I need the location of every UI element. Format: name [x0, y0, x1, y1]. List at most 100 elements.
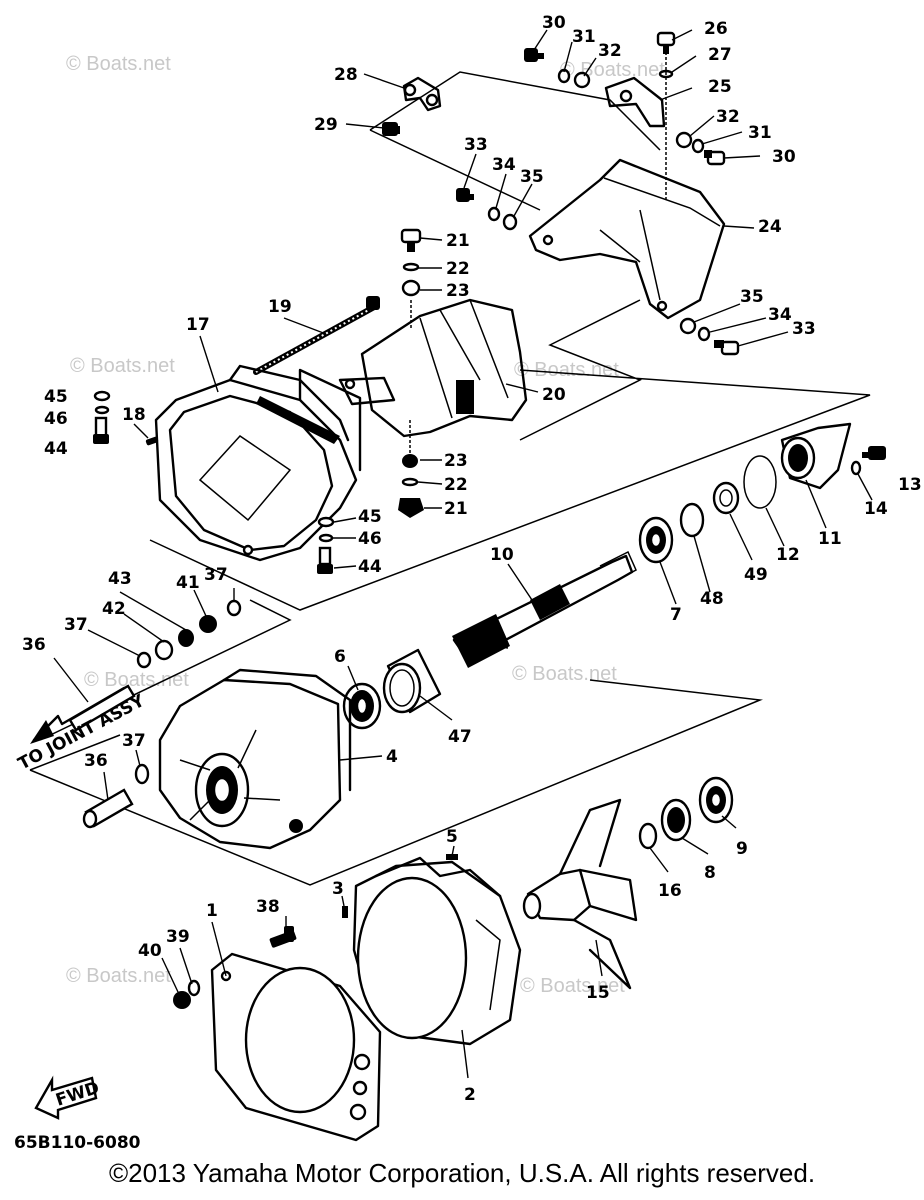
watermark-5: © Boats.net [84, 669, 189, 691]
washer-31-right [691, 138, 705, 154]
sleeve-47 [382, 648, 442, 714]
pin-5 [446, 854, 458, 860]
fwd-arrow-icon [34, 1075, 98, 1120]
leader-lines [53, 29, 873, 1079]
callout-26: 26 [704, 19, 728, 39]
bracket-28 [402, 76, 442, 112]
callout-30-top: 30 [542, 13, 566, 33]
callout-31-right: 31 [748, 123, 772, 143]
group-outline-top [369, 71, 661, 211]
callout-38: 38 [256, 897, 280, 917]
bracket-25 [604, 76, 666, 128]
liner-2 [352, 856, 522, 1046]
callout-41: 41 [176, 573, 200, 593]
callout-39: 39 [166, 927, 190, 947]
washer-46-bottom [318, 533, 334, 543]
washer-22-bottom [401, 477, 419, 487]
nut-41 [199, 615, 217, 633]
callout-6: 6 [334, 647, 346, 667]
washer-34-top [487, 206, 501, 222]
oring-12 [743, 455, 777, 509]
callout-33-top: 33 [464, 135, 488, 155]
callout-32-top: 32 [598, 41, 622, 61]
washer-37-c [134, 763, 150, 785]
bearing-8 [660, 798, 692, 842]
washer-48 [679, 502, 705, 538]
callout-28: 28 [334, 65, 358, 85]
callout-15: 15 [586, 983, 610, 1003]
callout-36-bottom: 36 [84, 751, 108, 771]
washer-43 [178, 629, 194, 647]
callout-23-bottom: 23 [444, 451, 468, 471]
callout-10: 10 [490, 545, 514, 565]
seal-9 [698, 776, 734, 824]
callout-19: 19 [268, 297, 292, 317]
bolt-33-right [714, 340, 740, 356]
callout-44-top: 44 [44, 439, 68, 459]
callout-5: 5 [446, 827, 458, 847]
callout-42: 42 [102, 599, 126, 619]
bolt-44-bottom [317, 546, 333, 574]
callout-22-bottom: 22 [444, 475, 468, 495]
bush-23-bottom [402, 454, 418, 468]
callout-16: 16 [658, 881, 682, 901]
callout-21-bottom: 21 [444, 499, 468, 519]
bolt-30-top [524, 48, 544, 62]
bolt-13 [862, 446, 886, 460]
watermark-7: © Boats.net [66, 965, 171, 987]
nut-40 [173, 991, 191, 1009]
joint-arrow [30, 686, 126, 744]
callout-14: 14 [864, 499, 888, 519]
bolt-44-top [93, 416, 109, 444]
bush-23-top [401, 279, 421, 297]
tube-36-bottom [82, 788, 134, 829]
bolt-38 [269, 926, 297, 948]
callout-45-bottom: 45 [358, 507, 382, 527]
callout-34-top: 34 [492, 155, 516, 175]
callout-numbers: 30 31 32 26 27 25 32 31 30 28 29 33 34 3… [22, 13, 922, 1105]
nozzle-20 [338, 298, 528, 438]
bearing-6 [342, 682, 382, 730]
cover-24 [528, 158, 726, 320]
diagram-code: 65B110-6080 [14, 1133, 141, 1153]
callout-36-top: 36 [22, 635, 46, 655]
callout-44-bottom: 44 [358, 557, 382, 577]
callout-4: 4 [386, 747, 398, 767]
callout-49: 49 [744, 565, 768, 585]
washer-37-a [136, 651, 152, 669]
callout-27: 27 [708, 45, 732, 65]
washer-39 [187, 979, 201, 997]
callout-13: 13 [898, 475, 922, 495]
bolt-29 [382, 122, 400, 136]
bearing-7 [638, 516, 674, 564]
collar-35-right [679, 317, 697, 335]
callout-17: 17 [186, 315, 210, 335]
cap-11 [780, 422, 852, 490]
callout-20: 20 [542, 385, 566, 405]
callout-31-top: 31 [572, 27, 596, 47]
callout-1: 1 [206, 901, 218, 921]
callout-11: 11 [818, 529, 842, 549]
washer-14 [850, 460, 862, 476]
washer-42 [154, 639, 174, 661]
pin-3 [342, 906, 348, 918]
bolt-21-top [400, 228, 422, 252]
shaft-10 [452, 550, 637, 668]
collar-32-right [675, 131, 693, 149]
watermark-1: © Boats.net [66, 53, 171, 75]
callout-40: 40 [138, 941, 162, 961]
bolt-33-top [456, 188, 474, 202]
callout-48: 48 [700, 589, 724, 609]
group-outline-lower [29, 679, 763, 886]
watermark-3: © Boats.net [70, 355, 175, 377]
callout-37-c: 37 [122, 731, 146, 751]
impeller-15 [522, 798, 638, 990]
callout-8: 8 [704, 863, 716, 883]
callout-12: 12 [776, 545, 800, 565]
bolt-26 [656, 31, 676, 54]
callout-3: 3 [332, 879, 344, 899]
nut-49 [712, 481, 740, 515]
washer-16 [638, 822, 658, 850]
collar-35-top [502, 213, 518, 231]
